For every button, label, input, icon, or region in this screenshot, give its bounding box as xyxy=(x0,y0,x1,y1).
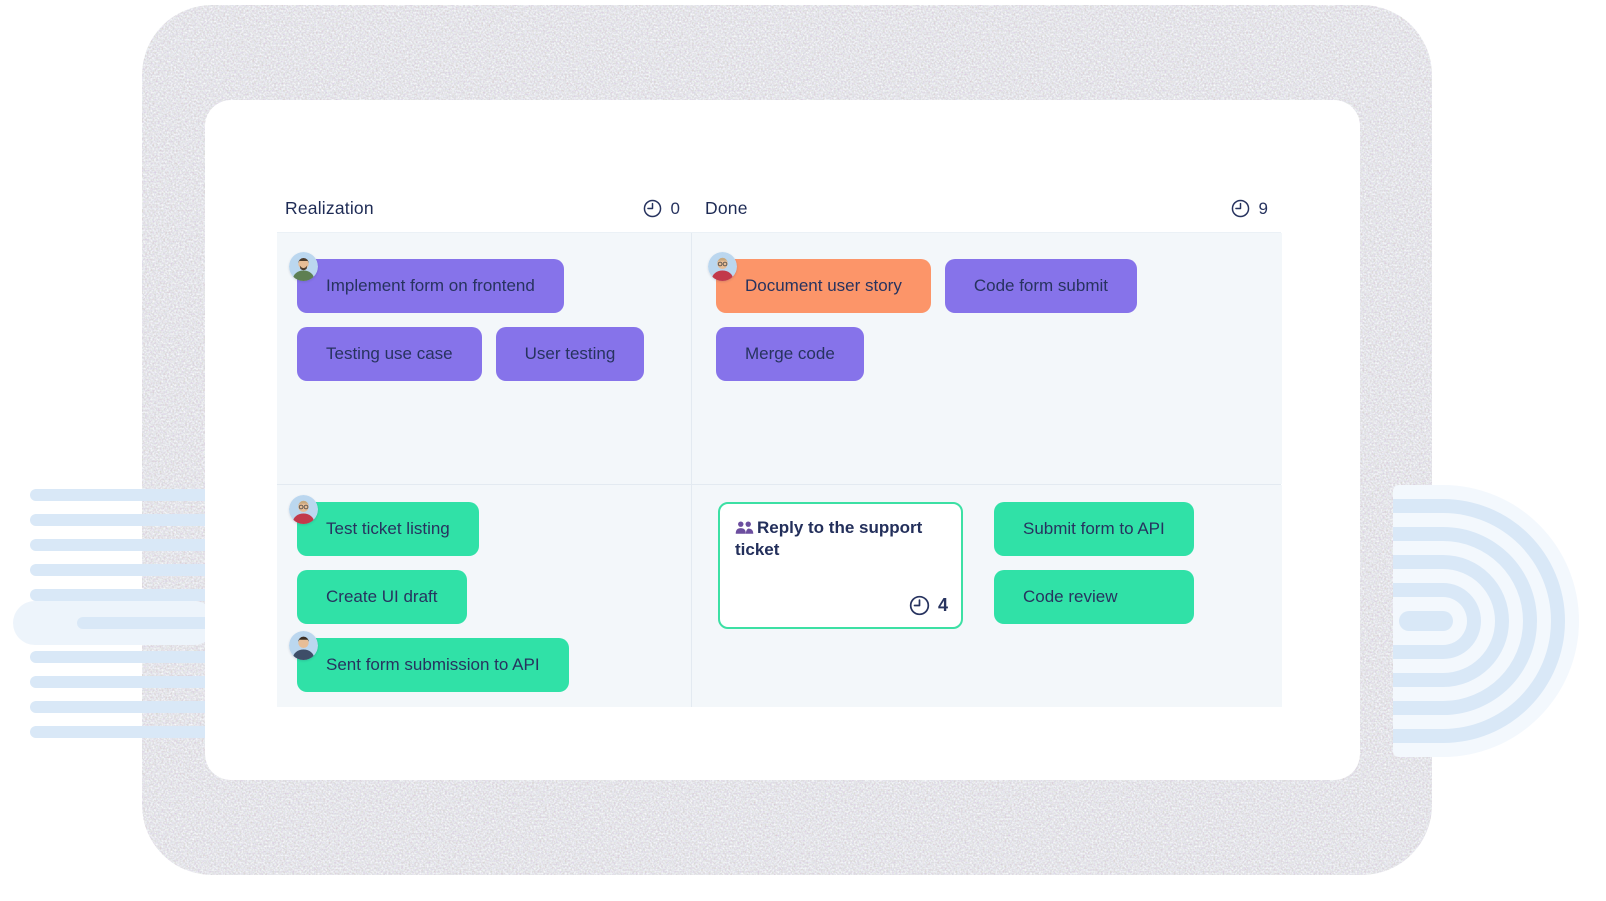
card-label: User testing xyxy=(524,344,616,363)
kanban-card[interactable]: Implement form on frontend xyxy=(289,252,564,313)
people-icon xyxy=(735,519,754,541)
cell-done-bottom: Reply to the support ticket 4 Submit for… xyxy=(692,485,1282,707)
card-label: Code review xyxy=(1023,587,1118,606)
column-title: Done xyxy=(705,198,748,218)
column-count: 9 xyxy=(1258,198,1268,218)
deco-stripe xyxy=(30,589,216,601)
kanban-card[interactable]: Test ticket listing xyxy=(289,495,479,556)
column-title: Realization xyxy=(285,198,374,218)
card-label: Implement form on frontend xyxy=(326,276,535,295)
deco-stripe xyxy=(30,564,216,576)
card-label: Sent form submission to API xyxy=(326,655,540,674)
deco-stripe xyxy=(30,676,216,688)
avatar-man-red-shirt xyxy=(708,252,737,281)
deco-stripe xyxy=(30,726,216,738)
kanban-board-card: Realization 0 Done 9 xyxy=(205,100,1360,780)
deco-capsule-core xyxy=(77,617,216,629)
clock-icon xyxy=(1231,199,1249,218)
clock-icon xyxy=(643,199,661,218)
clock-icon xyxy=(909,595,930,616)
deco-stripe xyxy=(30,514,216,526)
kanban-card[interactable]: Testing use case xyxy=(297,327,482,381)
kanban-card[interactable]: Code review xyxy=(994,570,1194,624)
ticket-title: Reply to the support ticket xyxy=(735,517,946,561)
card-label: Merge code xyxy=(745,344,835,363)
avatar-man-red-shirt xyxy=(289,495,318,524)
column-count: 0 xyxy=(670,198,680,218)
column-hours-counter: 0 xyxy=(642,198,680,219)
kanban-card[interactable]: Document user story xyxy=(708,252,931,313)
kanban-card[interactable]: User testing xyxy=(495,327,645,381)
kanban-card[interactable]: Code form submit xyxy=(944,259,1138,313)
deco-stripe xyxy=(30,489,216,501)
kanban-card[interactable]: Merge code xyxy=(716,327,864,381)
ticket-title-text: Reply to the support ticket xyxy=(735,518,923,560)
deco-stripe xyxy=(30,701,216,713)
card-label: Code form submit xyxy=(973,276,1109,295)
card-label: Submit form to API xyxy=(1023,519,1165,538)
kanban-card[interactable]: Sent form submission to API xyxy=(289,631,569,692)
card-label: Test ticket listing xyxy=(326,519,450,538)
swimlane-grid: Implement form on frontend Testing use c… xyxy=(277,232,1282,707)
cell-realization-top: Implement form on frontend Testing use c… xyxy=(277,233,691,484)
cell-done-top: Document user story Code form submit Mer… xyxy=(692,233,1282,484)
column-hours-counter: 9 xyxy=(1230,198,1268,219)
kanban-board: Realization 0 Done 9 xyxy=(277,185,1282,707)
deco-stripe xyxy=(30,651,216,663)
column-header-done: Done 9 xyxy=(691,185,1281,232)
deco-stripe xyxy=(30,539,216,551)
column-header-realization: Realization 0 xyxy=(277,185,691,232)
ticket-hours: 4 xyxy=(908,594,948,617)
kanban-card-outlined[interactable]: Reply to the support ticket 4 xyxy=(718,502,963,629)
card-stack: Submit form to API Code review xyxy=(994,502,1194,624)
cell-realization-bottom: Test ticket listing Create UI draft xyxy=(277,485,691,707)
column-headers: Realization 0 Done 9 xyxy=(277,185,1281,232)
card-label: Document user story xyxy=(745,276,902,295)
ticket-hours-value: 4 xyxy=(937,595,948,615)
avatar-man-green-shirt xyxy=(289,252,318,281)
card-label: Create UI draft xyxy=(326,587,438,606)
avatar-man-dark-shirt xyxy=(289,631,318,660)
right-rings-decoration xyxy=(1393,485,1579,757)
card-label: Testing use case xyxy=(326,344,453,363)
kanban-card[interactable]: Submit form to API xyxy=(994,502,1194,556)
kanban-card[interactable]: Create UI draft xyxy=(297,570,467,624)
